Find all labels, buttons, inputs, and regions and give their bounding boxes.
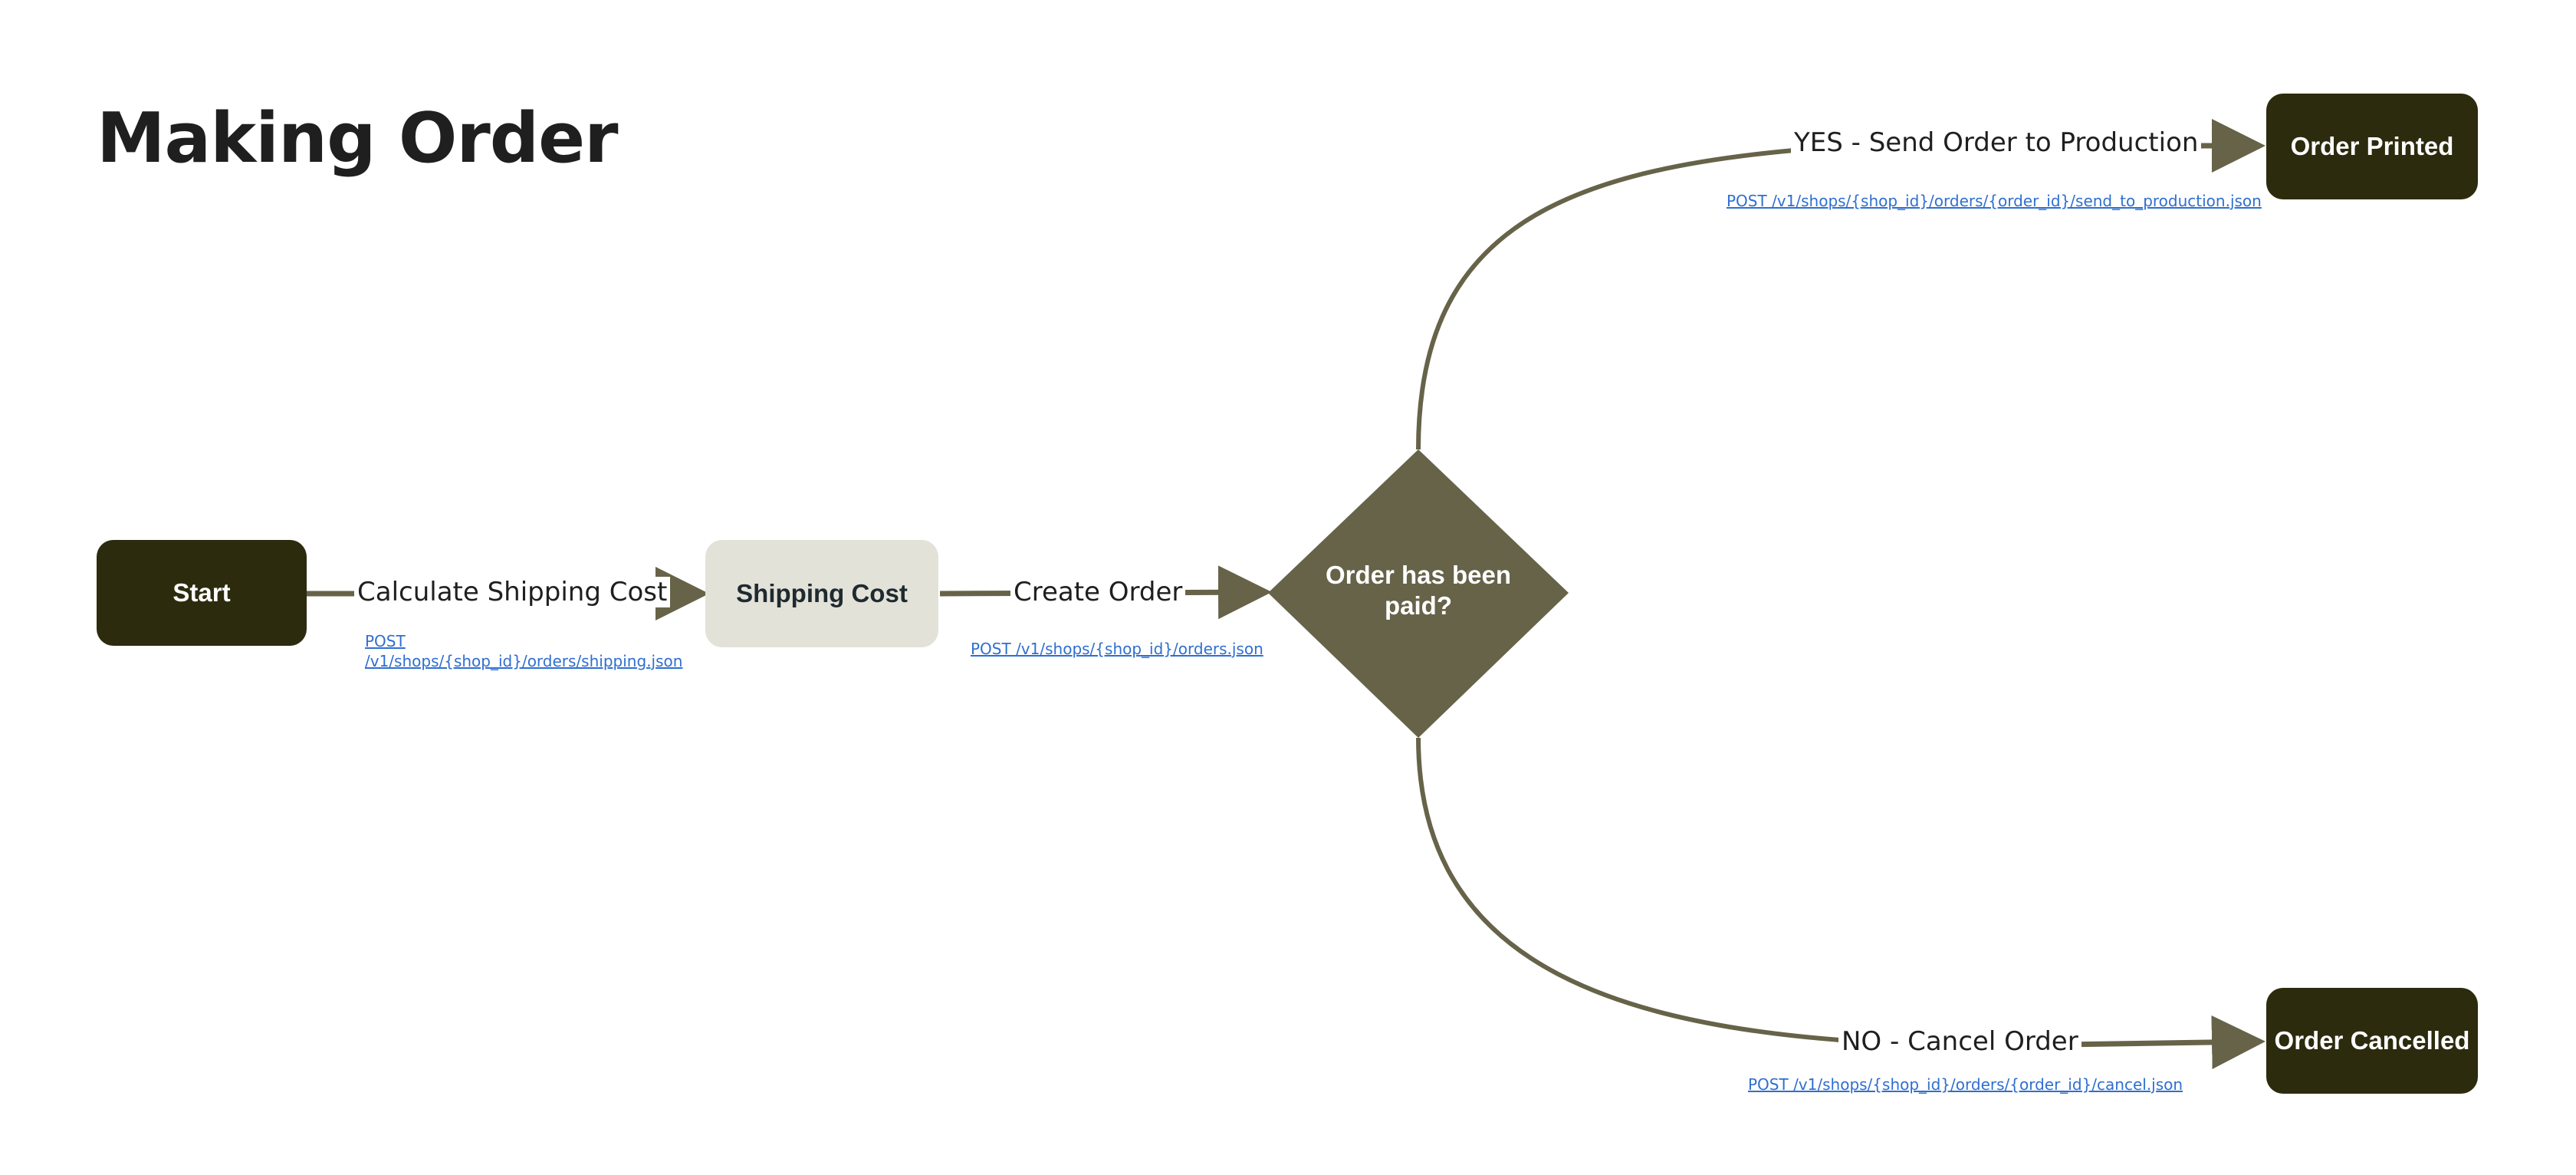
edge-decision-to-cancelled-arrow: [2062, 1015, 2266, 1069]
endpoint-link-create-order[interactable]: POST /v1/shops/{shop_id}/orders.json: [971, 640, 1263, 658]
endpoint-link-shipping-line1[interactable]: POST: [365, 632, 406, 650]
decision-diamond-shape: [1268, 449, 1569, 738]
edge-label-calculate-shipping: Calculate Shipping Cost: [354, 577, 671, 607]
node-start[interactable]: Start: [97, 540, 307, 646]
node-order-cancelled[interactable]: Order Cancelled: [2266, 988, 2478, 1094]
endpoint-link-send-to-production[interactable]: POST /v1/shops/{shop_id}/orders/{order_i…: [1727, 192, 2262, 210]
node-order-printed[interactable]: Order Printed: [2266, 94, 2478, 199]
edge-decision-to-printed-curve: [1416, 148, 1795, 450]
edge-label-no-cancel: NO - Cancel Order: [1838, 1026, 2082, 1057]
node-shipping-cost[interactable]: Shipping Cost: [705, 540, 938, 647]
endpoint-link-cancel-order[interactable]: POST /v1/shops/{shop_id}/orders/{order_i…: [1748, 1075, 2183, 1094]
node-decision-label[interactable]: Order has been paid?: [1325, 561, 1512, 620]
endpoint-link-shipping-line2[interactable]: /v1/shops/{shop_id}/orders/shipping.json: [365, 652, 683, 670]
edge-decision-to-cancelled-curve: [1416, 737, 1841, 1042]
page-title: Making Order: [97, 98, 619, 179]
edge-label-yes-production: YES - Send Order to Production: [1791, 127, 2202, 158]
edge-label-create-order: Create Order: [1010, 577, 1186, 607]
